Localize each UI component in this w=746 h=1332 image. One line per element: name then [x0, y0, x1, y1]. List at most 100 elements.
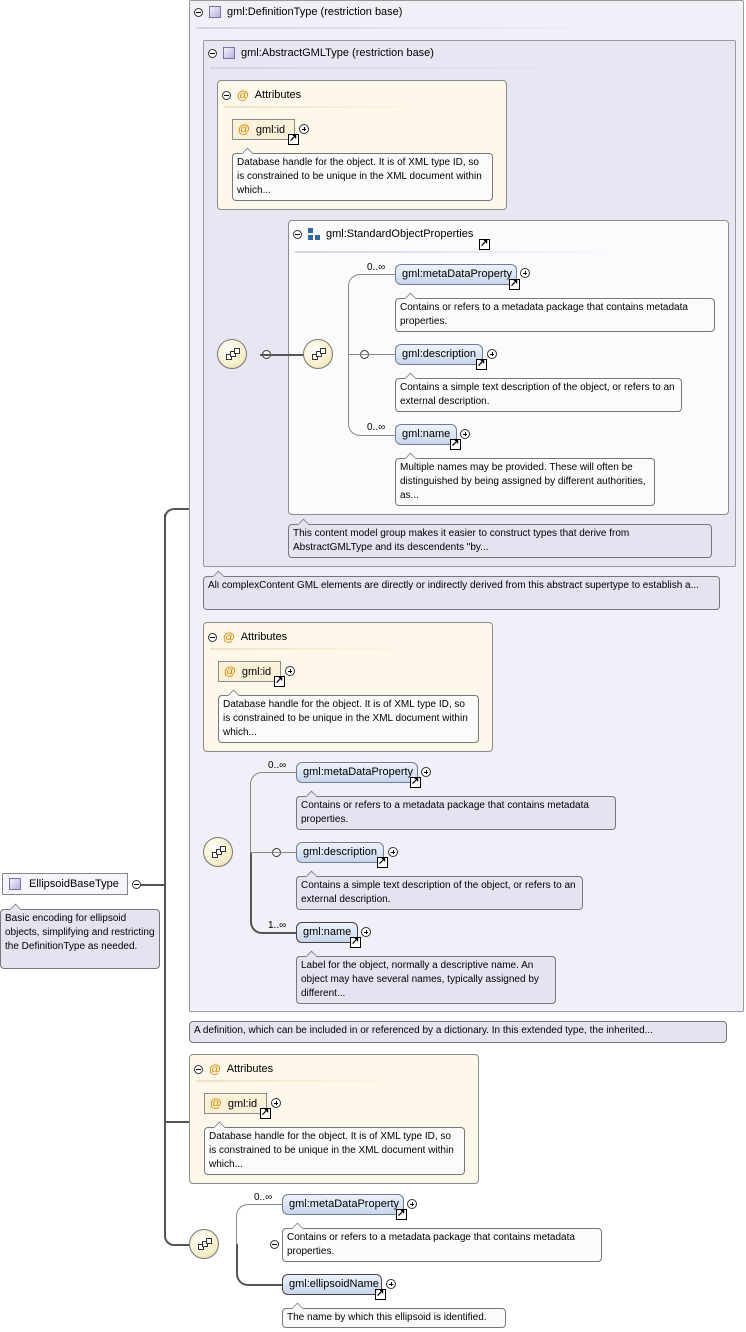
- sequence-compositor-inner[interactable]: [303, 339, 333, 369]
- expand-plus-icon[interactable]: [487, 349, 497, 359]
- group-collapse-toggle[interactable]: [293, 229, 302, 239]
- trunk-h: [141, 884, 166, 886]
- description-doc: Contains a simple text description of th…: [395, 378, 682, 412]
- header-underline: [224, 106, 434, 108]
- branch-bottom: [250, 852, 297, 934]
- root-doc: Basic encoding for ellipsoid objects, si…: [0, 909, 160, 969]
- link-icon[interactable]: [509, 277, 520, 291]
- definition-doc: A definition, which can be included in o…: [189, 1021, 727, 1043]
- expand-plus-icon[interactable]: [520, 268, 530, 278]
- element-name: gml:ellipsoidName: [289, 1278, 379, 1290]
- metadata-property-doc: Contains or refers to a metadata package…: [395, 298, 715, 332]
- attributes-collapse-toggle[interactable]: [222, 90, 231, 100]
- ellipsoid-name-doc: The name by which this ellipsoid is iden…: [282, 1308, 506, 1328]
- abstract-gml-type-title: gml:AbstractGMLType (restriction base): [241, 47, 434, 59]
- branch-top: [250, 772, 297, 853]
- link-icon[interactable]: [377, 855, 388, 869]
- attributes-collapse-toggle[interactable]: [208, 632, 217, 642]
- element-name: gml:description: [402, 348, 476, 360]
- attribute-icon: @: [238, 122, 250, 136]
- expand-plus-icon[interactable]: [388, 847, 398, 857]
- expand-plus-icon[interactable]: [271, 1098, 281, 1108]
- abstract-gml-doc: All complexContent GML elements are dire…: [203, 576, 720, 610]
- attributes-label: Attributes: [240, 631, 288, 643]
- link-icon[interactable]: [375, 1287, 386, 1301]
- name-doc: Multiple names may be provided. These wi…: [395, 458, 655, 506]
- link-icon[interactable]: [274, 674, 285, 688]
- gml-id-attribute[interactable]: @ gml:id: [232, 119, 295, 140]
- link-icon[interactable]: [260, 1106, 271, 1120]
- branch-mid: [250, 852, 297, 853]
- gml-id-label: gml:id: [227, 1098, 258, 1110]
- attributes-header-inner: @ Attributes: [222, 88, 301, 102]
- attribute-icon: @: [224, 664, 236, 678]
- link-icon[interactable]: [396, 1207, 407, 1221]
- gml-id-label: gml:id: [255, 124, 286, 136]
- connector: [260, 354, 304, 356]
- gml-id-doc: Database handle for the object. It is of…: [232, 153, 493, 201]
- gml-id-doc: Database handle for the object. It is of…: [204, 1127, 465, 1175]
- root-type-box[interactable]: EllipsoidBaseType: [2, 873, 128, 895]
- link-icon[interactable]: [288, 132, 299, 146]
- expand-plus-icon[interactable]: [421, 767, 431, 777]
- expand-plus-icon[interactable]: [407, 1199, 417, 1209]
- expand-plus-icon[interactable]: [299, 124, 309, 134]
- definition-type-title: gml:DefinitionType (restriction base): [227, 6, 403, 18]
- abstract-collapse-toggle[interactable]: [208, 48, 217, 58]
- trunk-bottom-curve: [164, 1232, 190, 1246]
- sequence-compositor[interactable]: [189, 1229, 219, 1259]
- definition-type-header: gml:DefinitionType (restriction base): [194, 6, 402, 18]
- name-element[interactable]: gml:name: [296, 922, 358, 943]
- metadata-property-element[interactable]: gml:metaDataProperty: [296, 762, 418, 783]
- attributes-header-outer: @ Attributes: [194, 1062, 273, 1076]
- name-doc: Label for the object, normally a descrip…: [296, 956, 556, 1004]
- metadata-property-doc: Contains or refers to a metadata package…: [296, 796, 616, 830]
- element-name: gml:name: [402, 428, 451, 440]
- root-collapse-toggle[interactable]: [132, 880, 141, 889]
- gml-id-attribute[interactable]: @ gml:id: [204, 1093, 267, 1114]
- link-icon[interactable]: [476, 357, 487, 371]
- cardinality-label: 0..∞: [367, 422, 386, 433]
- metadata-property-doc: Contains or refers to a metadata package…: [282, 1228, 602, 1262]
- complex-type-icon: [223, 47, 235, 59]
- attributes-collapse-toggle[interactable]: [194, 1064, 203, 1074]
- element-name: gml:metaDataProperty: [402, 268, 513, 280]
- definition-collapse-toggle[interactable]: [194, 7, 203, 17]
- standard-object-properties-title: gml:StandardObjectProperties: [326, 228, 474, 240]
- sequence-compositor[interactable]: [203, 837, 233, 867]
- branch-bottom: [236, 1244, 283, 1286]
- standard-object-properties-doc: This content model group makes it easier…: [288, 524, 712, 558]
- gml-id-attribute[interactable]: @ gml:id: [218, 661, 281, 682]
- link-icon[interactable]: [350, 935, 361, 949]
- link-icon[interactable]: [479, 237, 490, 251]
- attribute-icon: @: [223, 630, 235, 644]
- header-underline: [196, 27, 616, 29]
- cardinality-label: 0..∞: [268, 760, 287, 771]
- link-icon[interactable]: [450, 437, 461, 451]
- attribute-icon: @: [209, 1062, 221, 1076]
- model-group-icon: [308, 228, 320, 240]
- ellipsoid-name-element[interactable]: gml:ellipsoidName: [282, 1274, 382, 1295]
- root-type-name: EllipsoidBaseType: [29, 877, 119, 890]
- link-icon[interactable]: [410, 775, 421, 789]
- expand-plus-icon[interactable]: [361, 927, 371, 937]
- name-element[interactable]: gml:name: [395, 424, 457, 445]
- branch-bottom: [348, 354, 396, 436]
- sequence-compositor-outer[interactable]: [217, 339, 247, 369]
- description-element[interactable]: gml:description: [395, 344, 483, 365]
- metadata-property-element[interactable]: gml:metaDataProperty: [282, 1194, 404, 1215]
- element-name: gml:description: [303, 846, 377, 858]
- header-underline: [210, 67, 610, 69]
- complex-type-icon: [209, 6, 221, 18]
- metadata-property-element[interactable]: gml:metaDataProperty: [395, 264, 517, 285]
- cardinality-label: 1..∞: [268, 920, 287, 931]
- element-name: gml:metaDataProperty: [303, 766, 414, 778]
- branch-mid: [348, 354, 396, 355]
- description-element[interactable]: gml:description: [296, 842, 384, 863]
- gml-id-label: gml:id: [241, 666, 272, 678]
- trunk-attrs-link: [164, 1121, 190, 1123]
- expand-plus-icon[interactable]: [386, 1279, 396, 1289]
- expand-plus-icon[interactable]: [460, 429, 470, 439]
- header-underline: [295, 251, 625, 253]
- expand-plus-icon[interactable]: [285, 666, 295, 676]
